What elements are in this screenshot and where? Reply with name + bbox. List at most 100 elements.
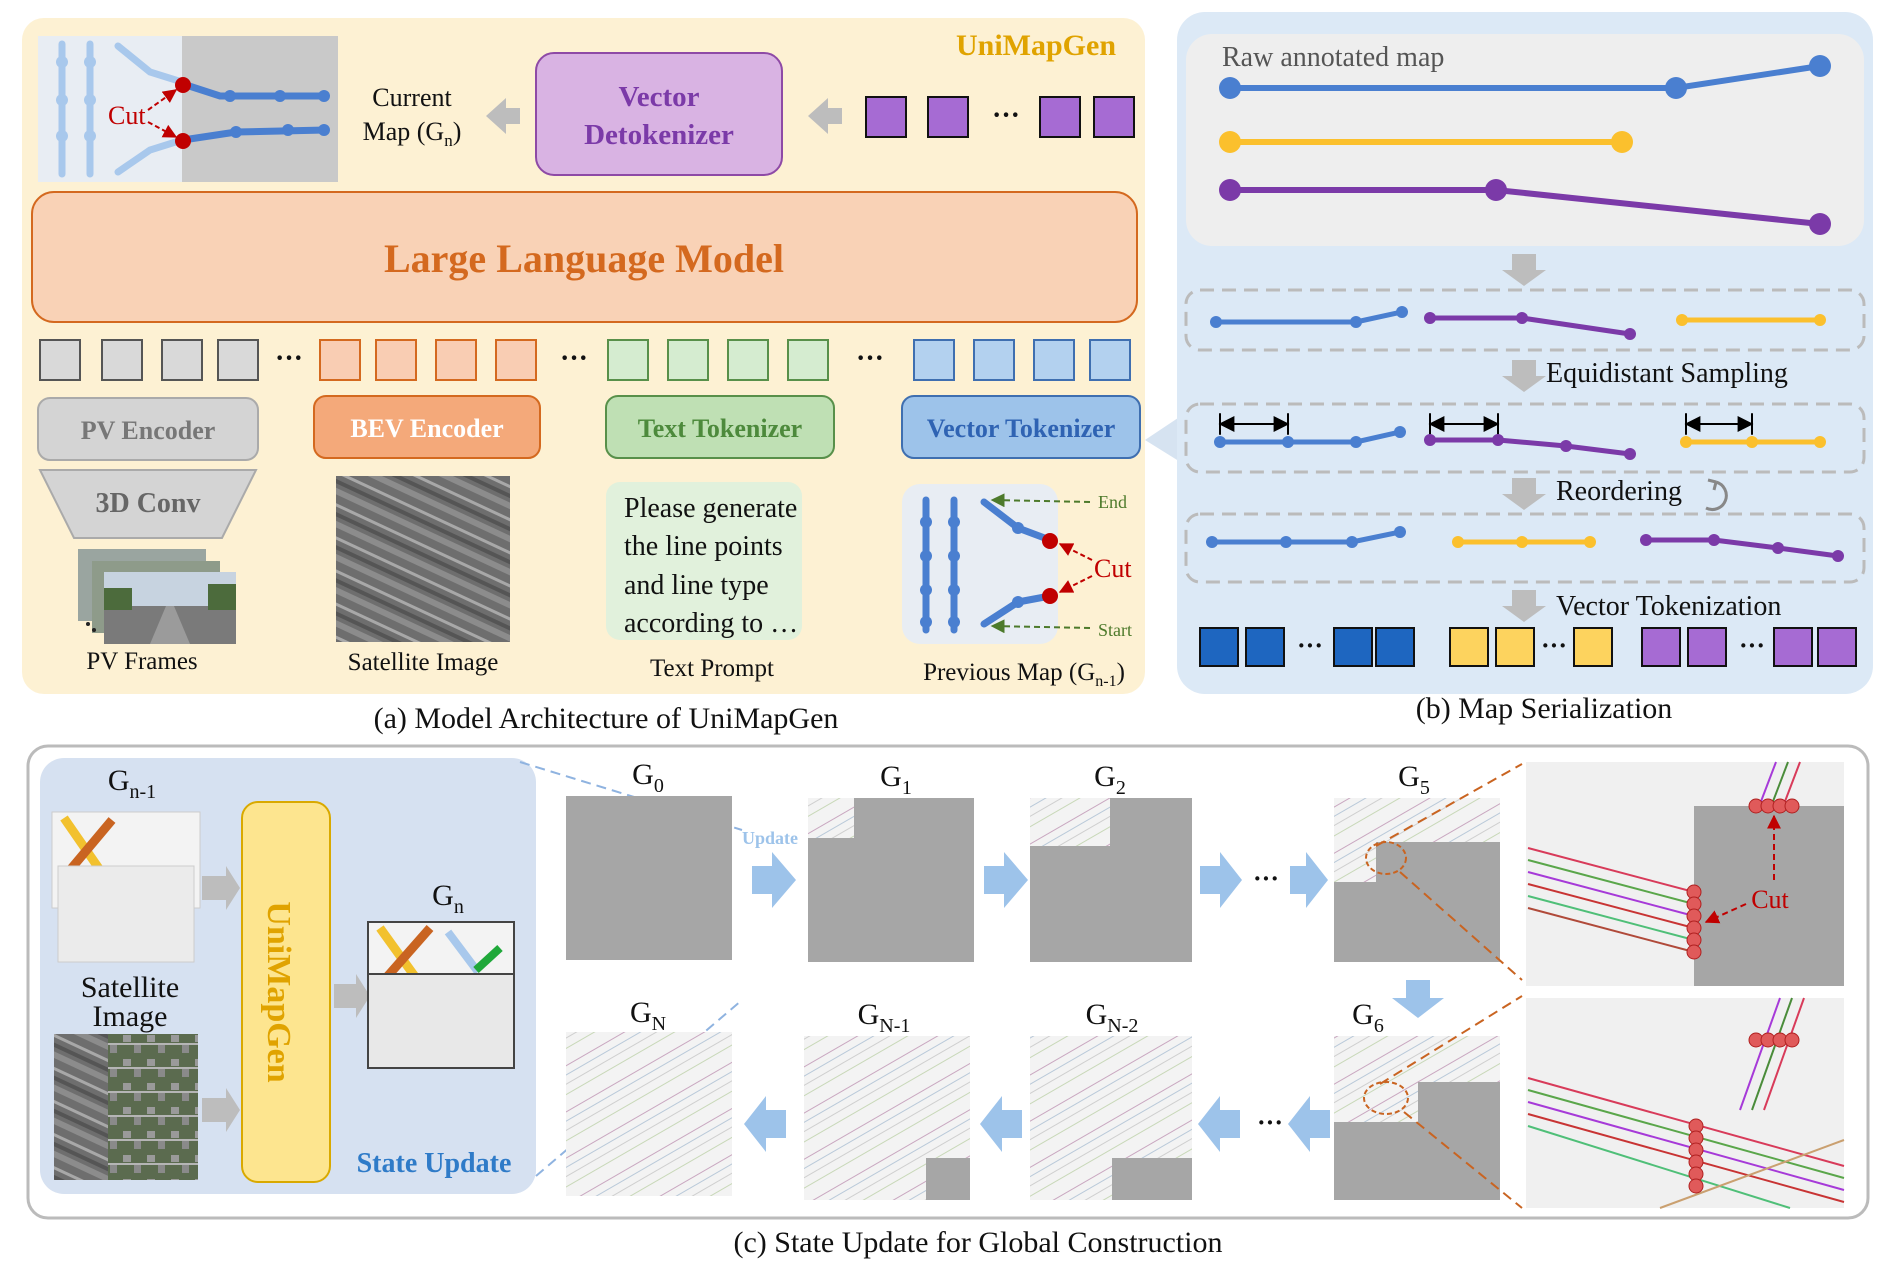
- pv-encoder-label: PV Encoder: [81, 416, 216, 445]
- refresh-icon: [1705, 478, 1728, 511]
- text-prompt-label: Text Prompt: [650, 655, 774, 682]
- text-prompt-line-4: according to …: [624, 608, 798, 639]
- bev-encoder-box: [313, 395, 541, 459]
- grid-label-g1: G1: [880, 760, 912, 799]
- text-prompt-line-3: and line type: [624, 570, 769, 601]
- vector-token-row: [913, 339, 1131, 381]
- down-arrow-3: [1502, 478, 1546, 510]
- flow-arrow-g6-dots: [1288, 1096, 1330, 1152]
- raw-map-label: Raw annotated map: [1222, 42, 1444, 73]
- serialized-ellipsis-3: ···: [1739, 631, 1765, 660]
- sampled-lines: [1214, 413, 1826, 460]
- reordered-lines: [1206, 526, 1844, 562]
- vector-detokenizer-label-1: Vector: [618, 81, 699, 113]
- grid-label-g0: G0: [632, 758, 664, 797]
- grid-map-g6: [1334, 1036, 1500, 1200]
- text-tokenizer-box: [605, 395, 835, 459]
- down-arrow-4: [1502, 590, 1546, 622]
- gn-map-thumbnail: [367, 921, 515, 1069]
- gn1-map-thumbnail: [51, 811, 201, 963]
- output-token-row: [865, 96, 1135, 138]
- vector-tokenizer-label: Vector Tokenizer: [927, 414, 1116, 443]
- arrow-unimapgen-to-gn: [334, 974, 370, 1018]
- current-map-label-line1: Current: [372, 83, 452, 112]
- previous-map-cut-label: Cut: [1094, 554, 1132, 583]
- satellite-image-label-2: Image: [93, 1000, 168, 1033]
- previous-map-start-label: Start: [1098, 620, 1132, 640]
- vector-detokenizer-box: [535, 52, 783, 176]
- grid-map-g2: [1030, 798, 1192, 962]
- reordered-lines-box: [1184, 512, 1866, 584]
- detail-connector-1: [1375, 763, 1523, 847]
- text-prompt-line-2: the line points: [624, 531, 783, 562]
- flow-arrow-g1-g2: [984, 852, 1028, 908]
- conv3d-label: 3D Conv: [95, 488, 200, 519]
- detail-view-bottom: [1526, 997, 1845, 1209]
- output-token-ellipsis: ···: [992, 100, 1020, 131]
- grid-map-g0: [566, 796, 732, 960]
- vector-detokenizer-label-2: Detokenizer: [584, 119, 734, 151]
- token-ellipsis-2: ···: [560, 343, 588, 374]
- serialized-ellipsis-2: ···: [1541, 631, 1567, 660]
- grid-label-g2: G2: [1094, 760, 1126, 799]
- pv-token-row: [39, 339, 259, 381]
- grid-map-g5: [1334, 798, 1500, 962]
- update-arrow: [752, 852, 796, 908]
- down-arrow-2: [1502, 360, 1546, 392]
- grid-label-g5: G5: [1398, 760, 1430, 799]
- panel-a-background: [22, 18, 1145, 694]
- satellite-image-label: Satellite Image: [348, 649, 499, 676]
- unimapgen-brand: UniMapGen: [956, 29, 1116, 62]
- arrow-to-current-map: [486, 98, 520, 134]
- conv3d-trapezoid: [38, 469, 258, 539]
- reordering-label: Reordering: [1556, 476, 1682, 507]
- equidistant-sampling-label: Equidistant Sampling: [1546, 358, 1788, 389]
- down-arrow-1: [1502, 254, 1546, 286]
- panel-c-caption: (c) State Update for Global Construction: [733, 1226, 1222, 1259]
- grid-label-gN-1: GN-1: [858, 998, 911, 1037]
- current-map-cut-label: Cut: [108, 101, 146, 130]
- raw-map-lines: [1219, 55, 1831, 235]
- detail-connector-4: [1403, 1111, 1523, 1209]
- grid-label-gN: GN: [630, 996, 666, 1035]
- detail-view-top: [1526, 761, 1844, 986]
- flow-ellipsis-top: ···: [1253, 864, 1279, 893]
- previous-map-label: Previous Map (Gn-1): [923, 659, 1125, 690]
- unimapgen-block: [241, 801, 331, 1183]
- token-ellipsis-3: ···: [856, 343, 884, 374]
- bev-token-row: [319, 339, 537, 381]
- segmented-lines: [1210, 306, 1826, 340]
- grid-label-gN-2: GN-2: [1086, 998, 1139, 1037]
- text-tokenizer-label: Text Tokenizer: [638, 414, 802, 443]
- flow-arrow-gN-1-gN: [744, 1096, 786, 1152]
- flow-arrow-g2-dots: [1200, 852, 1242, 908]
- vector-tokenization-label: Vector Tokenization: [1556, 591, 1781, 622]
- panel-a-caption: (a) Model Architecture of UniMapGen: [374, 702, 839, 735]
- current-map-thumbnail: [38, 36, 338, 182]
- detail-connector-3: [1379, 995, 1523, 1085]
- arrow-gn1-to-unimapgen: [202, 866, 240, 910]
- serialized-ellipsis-1: ···: [1297, 631, 1323, 660]
- flow-arrow-g5-g6: [1392, 980, 1444, 1018]
- serialized-blue-tokens: [1199, 627, 1415, 667]
- text-prompt-line-1: Please generate: [624, 493, 797, 524]
- grid-map-gN: [566, 1032, 732, 1196]
- current-map-label-line2: Map (Gn): [363, 117, 462, 150]
- previous-map-thumbnail: [902, 484, 1093, 644]
- flow-arrow-dots-gN-2: [1198, 1096, 1240, 1152]
- sampled-lines-box: [1184, 402, 1866, 474]
- token-ellipsis-1: ···: [275, 343, 303, 374]
- panel-b-caption: (b) Map Serialization: [1416, 692, 1673, 725]
- segmented-lines-box: [1184, 288, 1866, 352]
- pv-frames-label: PV Frames: [86, 648, 197, 675]
- arrow-to-detokenizer: [808, 98, 842, 134]
- unimapgen-block-label: UniMapGen: [260, 901, 297, 1082]
- gn1-label: Gn-1: [108, 764, 156, 803]
- flow-ellipsis-bottom: ···: [1257, 1108, 1283, 1137]
- vector-tokenizer-box: [901, 395, 1141, 459]
- bev-encoder-label: BEV Encoder: [350, 414, 503, 443]
- detail-cut-label: Cut: [1751, 885, 1789, 914]
- grid-map-g1: [808, 798, 974, 962]
- flow-arrow-gN-2-gN-1: [980, 1096, 1022, 1152]
- detail-connector-2: [1399, 871, 1523, 981]
